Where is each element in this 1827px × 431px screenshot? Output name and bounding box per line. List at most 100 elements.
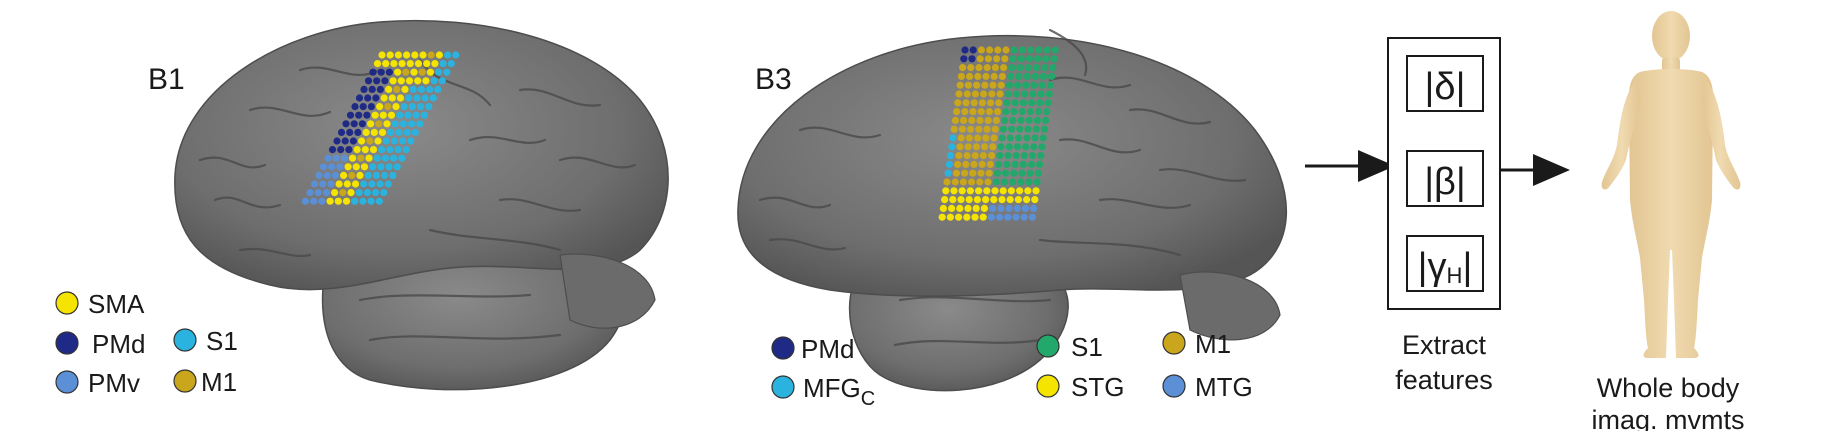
electrode-dot xyxy=(1030,81,1038,89)
electrode-dot xyxy=(964,81,973,89)
electrode-dot xyxy=(1020,152,1028,160)
electrode-dot xyxy=(413,94,421,102)
electrode-dot xyxy=(1002,108,1010,116)
electrode-dot xyxy=(942,187,950,195)
electrode-dot xyxy=(1027,46,1035,54)
electrode-dot xyxy=(386,146,394,154)
electrode-dot xyxy=(369,68,377,76)
electrode-dot xyxy=(1005,81,1014,89)
electrode-dot xyxy=(971,152,979,160)
electrode-dot xyxy=(331,171,339,179)
electrode-dot xyxy=(1001,116,1009,124)
electrode-dot xyxy=(959,64,967,72)
electrode-dot xyxy=(381,171,389,179)
electrode-dot xyxy=(363,111,371,119)
output-caption-line2: imag. mvmts xyxy=(1591,405,1744,431)
brain-b1 xyxy=(174,19,669,391)
electrode-dot xyxy=(993,169,1002,177)
electrode-dot xyxy=(1025,116,1033,124)
electrode-dot xyxy=(368,85,376,93)
electrode-dot xyxy=(970,99,978,107)
electrode-dot xyxy=(957,196,965,204)
electrode-dot xyxy=(1036,99,1044,107)
electrode-dot xyxy=(1013,143,1022,151)
electrode-dot xyxy=(1003,160,1011,168)
electrode-dot xyxy=(340,171,348,179)
electrode-dot xyxy=(991,187,999,195)
electrode-dot xyxy=(1007,187,1016,195)
electrode-dot xyxy=(407,137,415,145)
electrode-dot xyxy=(392,103,400,111)
electrode-dot xyxy=(341,137,349,145)
legend-marker-s1 xyxy=(173,328,197,352)
electrode-dot xyxy=(1017,55,1025,63)
electrode-dot xyxy=(377,68,385,76)
electrode-dot xyxy=(947,152,955,160)
electrode-dot xyxy=(1010,46,1018,54)
electrode-dot xyxy=(951,178,959,186)
electrode-dot xyxy=(1044,99,1052,107)
electrode-dot xyxy=(1032,187,1040,195)
electrode-dot xyxy=(998,72,1007,80)
electrode-dot xyxy=(1024,187,1032,195)
electrode-dot xyxy=(964,204,972,212)
electrode-dot xyxy=(943,178,951,186)
panel-title-b1: B1 xyxy=(148,63,185,96)
electrode-dot xyxy=(360,85,368,93)
electrode-dot xyxy=(993,55,1001,63)
electrode-dot xyxy=(975,125,983,133)
electrode-dot xyxy=(426,68,434,76)
electrode-dot xyxy=(968,55,976,63)
electrode-dot xyxy=(405,77,414,85)
feature-box-gamma xyxy=(1406,235,1484,292)
electrode-dot xyxy=(1032,64,1040,72)
electrode-dot xyxy=(1005,204,1013,212)
electrode-dot xyxy=(388,94,396,102)
electrode-dot xyxy=(969,46,977,54)
electrode-dot xyxy=(992,178,1000,186)
electrode-dot xyxy=(387,128,395,136)
electrode-dot xyxy=(419,51,427,59)
electrode-dot xyxy=(326,197,334,205)
electrode-dot xyxy=(418,68,426,76)
electrode-dot xyxy=(958,125,967,133)
electrode-dot xyxy=(351,197,359,205)
electrode-dot xyxy=(376,85,384,93)
electrode-dot xyxy=(322,189,330,197)
electrode-dot xyxy=(306,189,314,197)
electrode-dot xyxy=(402,146,410,154)
electrode-dot xyxy=(363,189,371,197)
arrow-to-features xyxy=(1305,150,1395,182)
electrode-grids xyxy=(301,46,1059,221)
electrode-dot xyxy=(990,196,998,204)
electrode-dot xyxy=(975,187,983,195)
electrode-dot xyxy=(955,152,963,160)
legend-label-s1: S1 xyxy=(206,326,238,356)
electrode-dot xyxy=(1022,143,1030,151)
electrode-dot xyxy=(1025,55,1033,63)
electrode-dot xyxy=(385,68,393,76)
electrode-dot xyxy=(310,197,318,205)
electrode-dot xyxy=(1010,108,1018,116)
electrode-dot xyxy=(1043,108,1051,116)
electrode-dot xyxy=(396,94,405,102)
electrode-dot xyxy=(385,163,393,171)
legend-marker-m1 xyxy=(173,369,197,393)
electrode-dot xyxy=(426,85,434,93)
electrode-dot xyxy=(339,189,347,197)
brain-b3 xyxy=(737,28,1287,392)
electrode-dot xyxy=(978,160,986,168)
electrode-dot xyxy=(359,103,367,111)
electrode-dot xyxy=(948,143,956,151)
electrode-dot xyxy=(1009,178,1017,186)
electrode-dot xyxy=(384,180,392,188)
electrode-dot xyxy=(351,103,359,111)
electrode-dot xyxy=(425,103,433,111)
electrode-dot xyxy=(398,154,406,162)
electrode-dot xyxy=(1032,125,1040,133)
electrode-dot xyxy=(1012,152,1020,160)
extract-features-line2: features xyxy=(1395,365,1493,395)
legend-marker-m1-b3 xyxy=(1162,331,1186,355)
electrode-dot xyxy=(372,189,380,197)
